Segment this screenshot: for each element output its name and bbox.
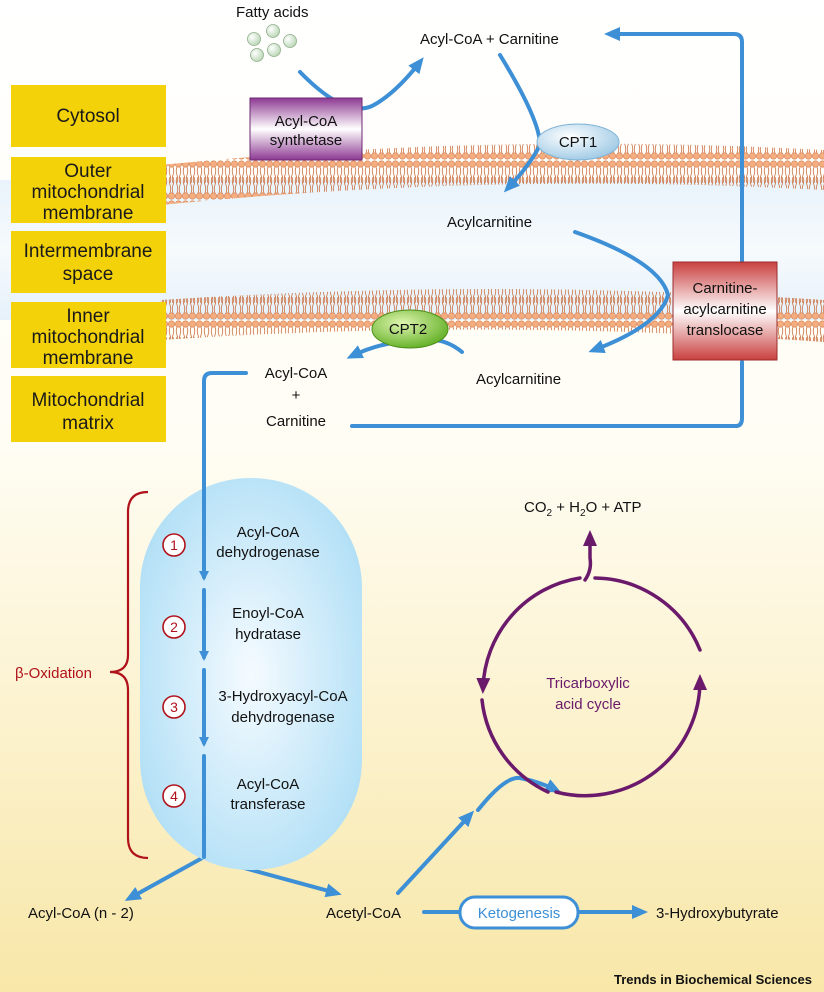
compartment-inner-line2: mitochondrial	[32, 327, 145, 348]
step-number: 3	[170, 699, 178, 715]
tca-arc-right	[554, 674, 708, 798]
compartment-ims-line1: Intermembrane	[24, 241, 153, 262]
arrow-carnitine-matrix	[350, 360, 744, 428]
step-4-line1: Acyl-CoA	[237, 776, 300, 793]
arrow-translocase-in	[573, 230, 670, 354]
tca-cycle	[476, 530, 708, 798]
compartment-box-inner-membrane	[11, 302, 166, 368]
arrow-carnitine-return	[604, 27, 744, 264]
translocase-line3: translocase	[687, 322, 764, 339]
compartment-outer-line2: mitochondrial	[32, 182, 145, 203]
compartment-inner-line1: Inner	[66, 306, 110, 327]
label-matrix-carnitine: Carnitine	[266, 413, 326, 430]
step-2-line2: hydratase	[235, 626, 301, 643]
compartment-box-cytosol	[11, 85, 166, 147]
label-acylcarnitine-ims: Acylcarnitine	[447, 214, 532, 231]
compartment-outer-line1: Outer	[64, 161, 112, 182]
label-beta-oxidation: β-Oxidation	[15, 665, 92, 682]
step-3-line2: dehydrogenase	[231, 709, 334, 726]
tca-line2: acid cycle	[555, 696, 621, 713]
step-number-circle	[162, 533, 186, 557]
step-number: 1	[170, 537, 178, 553]
step-2-line1: Enoyl-CoA	[232, 605, 304, 622]
step-4-line2: transferase	[230, 796, 305, 813]
carnitine-acylcarnitine-translocase: Carnitine- acylcarnitine translocase	[672, 261, 778, 361]
cpt1-protein: CPT1	[536, 123, 620, 161]
synthetase-line2: synthetase	[270, 132, 343, 149]
beta-step-3: 3 3-Hydroxyacyl-CoA dehydrogenase	[162, 688, 348, 726]
beta-oxidation-bracket	[109, 490, 149, 860]
beta-step-4: 4 Acyl-CoA transferase	[162, 776, 306, 813]
compartment-box-intermembrane	[11, 231, 166, 293]
arrow-acetyl-to-tca-1	[396, 810, 475, 895]
beta-step-1: 1 Acyl-CoA dehydrogenase	[162, 524, 320, 561]
label-fatty-acids: Fatty acids	[236, 4, 309, 21]
compartment-ims-line2: space	[63, 264, 114, 285]
ketogenesis-box	[458, 895, 580, 930]
step-number-circle	[162, 615, 186, 639]
footer-journal: Trends in Biochemical Sciences	[614, 972, 812, 987]
fatty-acid-droplets	[247, 24, 297, 62]
cpt2-protein: CPT2	[371, 309, 449, 349]
arrow-to-acyl-coa-n2	[124, 855, 206, 901]
step-number-circle	[162, 695, 186, 719]
arrow-acetyl-to-tca-2	[476, 775, 562, 812]
arrow-fatty-acid-activation	[298, 57, 424, 111]
synthetase-line1: Acyl-CoA	[275, 113, 338, 130]
step-number: 2	[170, 619, 178, 635]
compartment-box-outer-membrane	[11, 157, 166, 223]
compartment-matrix-line1: Mitochondrial	[32, 390, 145, 411]
step-number-circle	[162, 784, 186, 808]
compartment-matrix-line2: matrix	[62, 413, 114, 434]
step-1-line1: Acyl-CoA	[237, 524, 300, 541]
label-acylcarnitine-inner: Acylcarnitine	[476, 371, 561, 388]
step-1-line2: dehydrogenase	[216, 544, 319, 561]
compartment-labels: Cytosol Outer mitochondrial membrane Int…	[11, 85, 166, 442]
compartment-cytosol: Cytosol	[56, 106, 119, 127]
translocase-line2: acylcarnitine	[683, 301, 766, 318]
label-matrix-plus: +	[292, 387, 301, 404]
label-matrix-acyl-coa: Acyl-CoA	[265, 365, 328, 382]
tca-line1: Tricarboxylic	[546, 675, 630, 692]
step-3-line1: 3-Hydroxyacyl-CoA	[218, 688, 347, 705]
acyl-coa-synthetase: Acyl-CoA synthetase	[249, 97, 363, 161]
label-acyl-coa-n2: Acyl-CoA (n - 2)	[28, 905, 134, 922]
label-cpt1: CPT1	[559, 134, 597, 151]
inner-membrane	[160, 289, 824, 342]
label-cpt2: CPT2	[389, 321, 427, 338]
step-number: 4	[170, 788, 178, 804]
beta-oxidation-capsule	[140, 478, 362, 870]
arrow-into-beta-oxidation	[199, 371, 248, 581]
beta-step-2: 2 Enoyl-CoA hydratase	[162, 605, 304, 643]
compartment-outer-line3: membrane	[43, 203, 134, 224]
translocase-line1: Carnitine-	[692, 280, 757, 297]
tca-arc-bottom-left	[480, 698, 550, 794]
label-acetyl-coa: Acetyl-CoA	[326, 905, 401, 922]
label-co2-h2o-atp: CO2 + H2O + ATP	[524, 499, 642, 519]
label-3-hydroxybutyrate: 3-Hydroxybutyrate	[656, 905, 779, 922]
label-ketogenesis: Ketogenesis	[478, 905, 561, 922]
tca-arc-top-right	[593, 576, 702, 652]
tca-output-arrow	[583, 530, 597, 582]
tca-arc-left	[476, 576, 582, 694]
compartment-inner-line3: membrane	[43, 348, 134, 369]
compartment-box-matrix	[11, 376, 166, 442]
label-acyl-coa-carnitine: Acyl-CoA + Carnitine	[420, 31, 559, 48]
